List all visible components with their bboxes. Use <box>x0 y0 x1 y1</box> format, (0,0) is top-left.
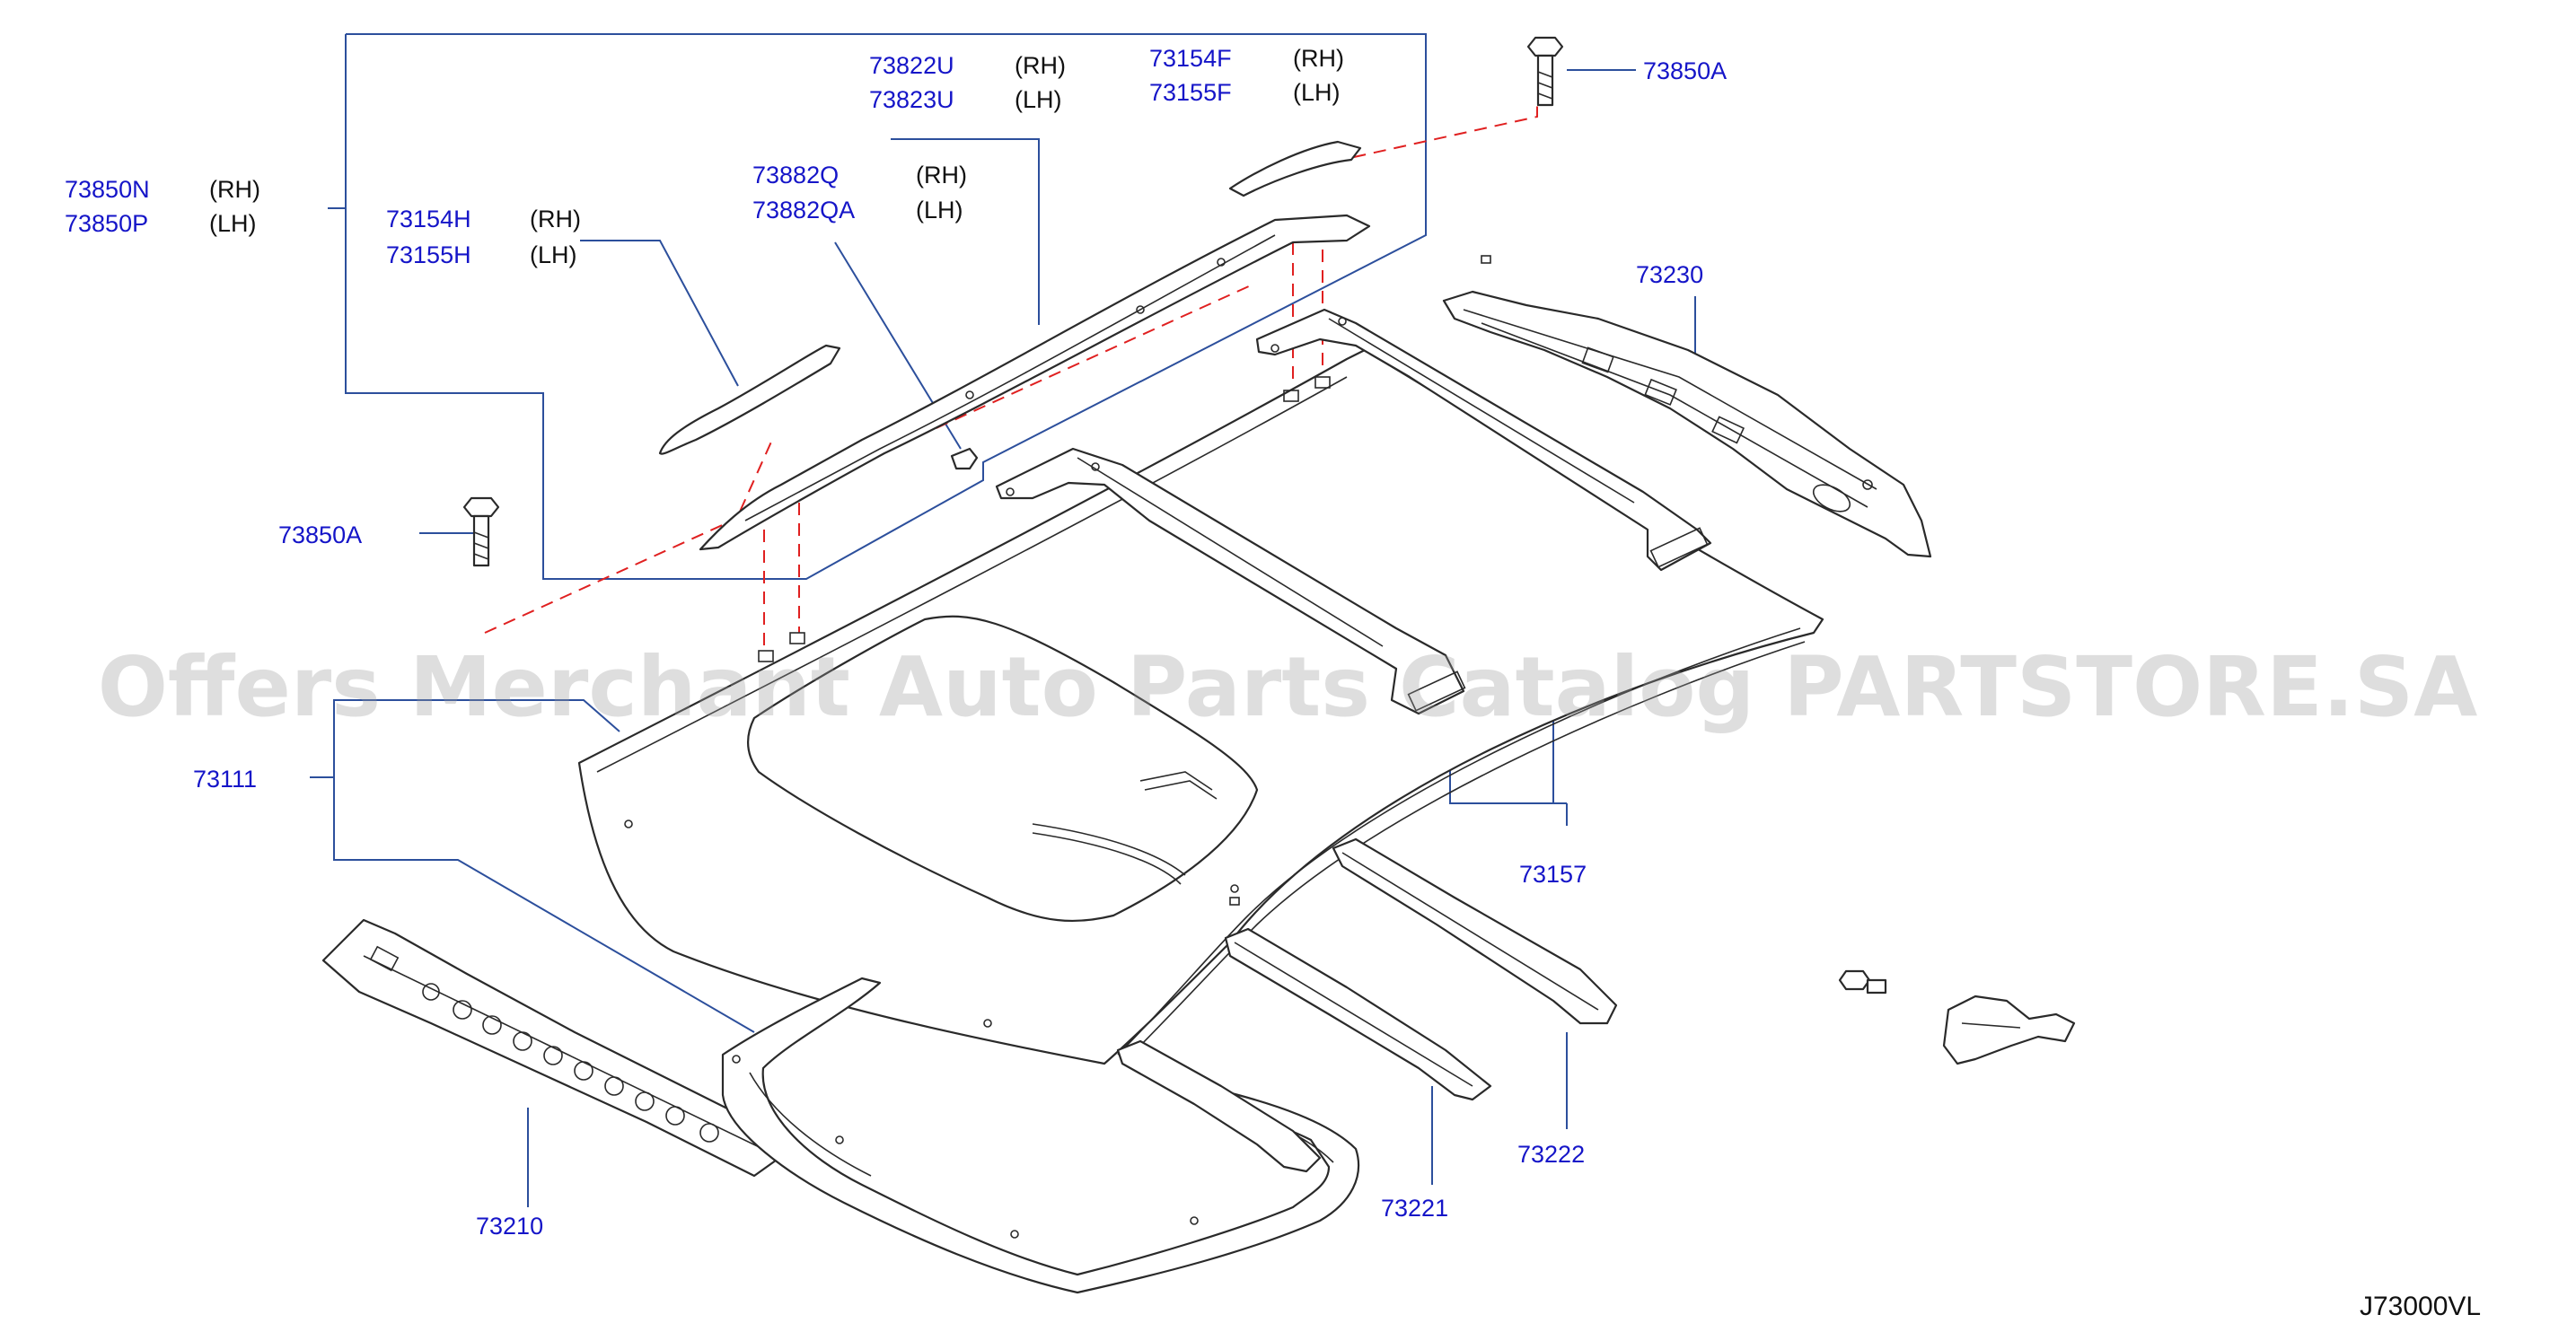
callout-73850p[interactable]: 73850P (LH) <box>65 210 257 237</box>
side-label: (RH) <box>1015 52 1066 79</box>
rail-garnish-73154h[interactable] <box>658 344 841 455</box>
roof-crossbar-rear[interactable] <box>995 447 1466 715</box>
part-number-label[interactable]: 73157 <box>1519 861 1587 888</box>
part-number-label[interactable]: 73230 <box>1636 261 1703 288</box>
part-number-label[interactable]: 73222 <box>1517 1141 1585 1168</box>
callout-73222[interactable]: 73222 <box>1517 1141 1585 1168</box>
rear-roof-rail[interactable] <box>1442 290 1932 558</box>
callout-73230[interactable]: 73230 <box>1636 261 1703 288</box>
part-number-label[interactable]: 73882QA <box>752 197 855 223</box>
callout-73823u[interactable]: 73823U (LH) <box>869 86 1062 113</box>
callout-73210[interactable]: 73210 <box>476 1213 543 1240</box>
callout-73882qa[interactable]: 73882QA (LH) <box>752 197 963 223</box>
part-number-label[interactable]: 73850N <box>65 176 150 203</box>
side-label: (RH) <box>530 206 581 232</box>
callout-73155h[interactable]: 73155H (LH) <box>386 241 577 268</box>
callout-73882q[interactable]: 73882Q (RH) <box>752 162 967 188</box>
callout-73822u[interactable]: 73822U (RH) <box>869 52 1066 79</box>
part-number-label[interactable]: 73155F <box>1149 79 1232 106</box>
callout-73221[interactable]: 73221 <box>1381 1195 1448 1222</box>
roof-panel[interactable] <box>577 255 1824 1065</box>
bracket[interactable] <box>1942 995 2076 1065</box>
callout-73155f[interactable]: 73155F (LH) <box>1149 79 1341 106</box>
side-label: (LH) <box>1293 79 1341 106</box>
watermark-text: Offers Merchant Auto Parts Catalog PARTS… <box>98 639 2478 735</box>
roof-side-rail[interactable] <box>699 214 1371 551</box>
roof-bow-73222[interactable] <box>1332 837 1618 1025</box>
callout-73111[interactable]: 73111 <box>193 766 257 793</box>
side-label: (RH) <box>1293 45 1344 72</box>
part-number-label[interactable]: 73210 <box>476 1213 543 1240</box>
rail-clip[interactable] <box>950 447 979 470</box>
part-number-label[interactable]: 73850A <box>278 521 362 548</box>
part-number-label[interactable]: 73850P <box>65 210 148 237</box>
bolt-left[interactable] <box>462 496 500 567</box>
part-number-label[interactable]: 73155H <box>386 241 471 268</box>
side-label: (LH) <box>1015 86 1062 113</box>
part-number-label[interactable]: 73154H <box>386 206 471 232</box>
callout-73154f[interactable]: 73154F (RH) <box>1149 45 1344 72</box>
side-label: (LH) <box>530 241 577 268</box>
part-number-label[interactable]: 73822U <box>869 52 954 79</box>
callout-73154h[interactable]: 73154H (RH) <box>386 206 581 232</box>
callout-73850a-top[interactable]: 73850A <box>1643 57 1727 84</box>
side-label: (LH) <box>209 210 257 237</box>
part-number-label[interactable]: 73850A <box>1643 57 1727 84</box>
roof-crossbar-front[interactable] <box>1255 308 1712 572</box>
part-number-label[interactable]: 73221 <box>1381 1195 1448 1222</box>
part-number-label[interactable]: 73154F <box>1149 45 1232 72</box>
side-label: (LH) <box>916 197 963 223</box>
part-number-label[interactable]: 73111 <box>193 766 257 793</box>
side-label: (RH) <box>916 162 967 188</box>
part-number-label[interactable]: 73823U <box>869 86 954 113</box>
callout-73850a-left[interactable]: 73850A <box>278 521 362 548</box>
bolt-top[interactable] <box>1526 36 1564 107</box>
part-number-label[interactable]: 73882Q <box>752 162 839 188</box>
side-label: (RH) <box>209 176 260 203</box>
callout-73850n[interactable]: 73850N (RH) <box>65 176 260 203</box>
bolt-small[interactable] <box>1838 969 1887 995</box>
callout-73157[interactable]: 73157 <box>1519 861 1587 888</box>
rail-end-cover-front[interactable] <box>1228 140 1362 197</box>
roof-bow-73221[interactable] <box>1224 927 1492 1101</box>
diagram-code: J73000VL <box>2360 1292 2481 1321</box>
roof-bow-extra[interactable] <box>1116 1039 1322 1173</box>
